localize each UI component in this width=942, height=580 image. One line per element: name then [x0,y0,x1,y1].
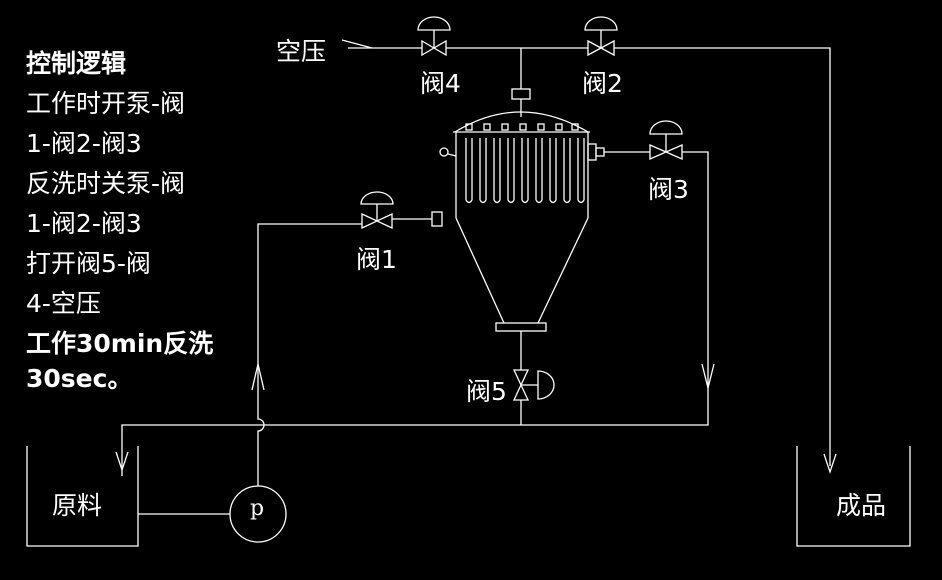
control-logic-title: 控制逻辑 [26,49,127,78]
valve-3 [649,120,683,160]
filter-vessel [439,88,605,332]
product-tank [796,446,911,547]
valve-4 [417,16,451,57]
cycle-time-line-1: 工作30min反洗 [26,329,214,358]
valve-2 [584,16,618,57]
filter-bags [465,138,585,204]
valve-4-label: 阀4 [420,69,461,98]
product-line [614,47,831,466]
return-header [121,151,709,476]
feed-nozzle [431,211,443,227]
pump-label: p [250,496,265,521]
air-label: 空压 [276,37,327,66]
raw-tank [26,446,139,547]
control-logic-line: 1-阀2-阀3 [26,209,142,238]
flow-arrow-feed [251,363,265,391]
control-logic-notes: 控制逻辑 工作时开泵-阀 1-阀2-阀3 反洗时关泵-阀 1-阀2-阀3 打开阀… [26,44,256,394]
flow-arrow-return-right [701,363,715,389]
control-logic-line: 打开阀5-阀 [26,249,151,278]
raw-material-label: 原料 [52,491,103,520]
valve-3-label: 阀3 [648,175,689,204]
top-studs [465,123,579,131]
air-arrow [341,39,373,49]
valve-5 [512,369,555,401]
valve-2-label: 阀2 [582,69,623,98]
feed-line [257,223,362,486]
control-logic-line: 工作时开泵-阀 [26,89,186,118]
valve-5-label: 阀5 [466,377,507,406]
control-logic-line: 1-阀2-阀3 [26,129,142,158]
product-label: 成品 [836,491,887,520]
flow-arrow-return-left [115,451,129,473]
valve-1 [360,191,394,230]
flow-arrow-product [823,453,837,475]
valve-1-label: 阀1 [356,245,397,274]
cycle-time-line-2: 30sec。 [26,364,133,393]
control-logic-line: 4-空压 [26,289,101,318]
control-logic-line: 反洗时关泵-阀 [26,169,186,198]
